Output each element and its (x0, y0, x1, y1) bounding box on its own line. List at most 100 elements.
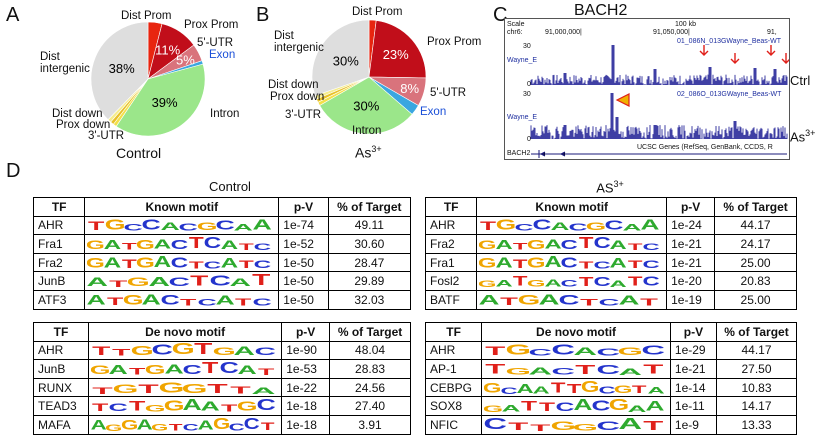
p-value: 1e-50 (278, 271, 329, 291)
tf-name: AHR (32, 215, 86, 236)
motif-base-g: G (126, 276, 150, 290)
motif-base-t: T (235, 296, 252, 308)
pie-pct-prox: 11% (155, 43, 180, 58)
motif-base-c: C (256, 398, 276, 415)
motif-base-t: T (485, 345, 506, 359)
p-value: 1e-11 (669, 396, 718, 416)
signal-tracks (530, 45, 789, 158)
motif-base-t: T (128, 399, 146, 415)
motif-base-a: A (495, 278, 513, 290)
motif-base-a: A (640, 217, 660, 234)
motif-base-g: G (527, 255, 546, 271)
motif-base-g: G (572, 422, 599, 433)
motif-base-g: G (171, 342, 195, 359)
motif-base-c: C (596, 420, 620, 433)
motif-base-t: T (180, 297, 197, 308)
motif-base-a: A (573, 398, 593, 415)
motif-base-c: C (604, 219, 624, 234)
tf-name: AHR (424, 340, 483, 361)
motif-base-a: A (618, 367, 643, 377)
motif-base-g: G (550, 420, 576, 433)
motif-base-g: G (136, 255, 156, 271)
peak-arrow-icon (781, 53, 789, 64)
motif-base-t: T (202, 360, 219, 377)
browser-pos-2: 91,050,000| (653, 29, 690, 36)
motif-base-a: A (550, 221, 570, 234)
motif-base-a: A (229, 277, 252, 290)
motif-base-c: C (591, 398, 611, 415)
motif-base-c: C (558, 293, 580, 308)
tf-name: Fra1 (424, 252, 478, 273)
motif-base-c: C (560, 238, 578, 252)
column-header: TF (424, 197, 478, 217)
motif-base-a: A (647, 385, 665, 396)
motif-base-g: G (122, 293, 144, 308)
gene-model-line (531, 150, 787, 158)
pie-a-label-prox-prom: Prox Prom (184, 19, 239, 31)
motif-base-c: C (596, 347, 620, 359)
p-value: 1e-53 (281, 359, 331, 379)
motif-base-c: C (203, 259, 222, 271)
pie-b-label-dist-prom: Dist Prom (352, 6, 403, 18)
motif-base-c: C (514, 223, 534, 234)
pie-pct-intron: 30% (353, 98, 379, 113)
motif-base-a: A (136, 417, 153, 433)
motif-base-t: T (640, 296, 659, 308)
motif-base-t: T (578, 235, 593, 252)
motif-base-g: G (196, 221, 218, 234)
motif-base-a: A (87, 293, 107, 308)
motif-base-t: T (112, 348, 131, 359)
motif-base-g: G (163, 398, 185, 415)
motif-base-c: C (108, 402, 129, 415)
motif-base-a: A (544, 254, 562, 271)
motif-base-c: C (197, 297, 217, 308)
pie-chart-control: 11%5%39%38% (90, 21, 206, 137)
motif-base-a: A (164, 363, 184, 377)
motif-base-t: T (512, 258, 528, 271)
percent-target: 49.11 (327, 215, 412, 236)
pie-b-label-dist-intergenic: Dist intergenic (274, 30, 324, 54)
motif-base-a: A (233, 345, 256, 359)
p-value: 1e-52 (278, 234, 329, 254)
motif-base-c: C (243, 416, 260, 433)
motif-base-c: C (170, 255, 189, 271)
motif-base-t: T (580, 297, 599, 308)
pie-b-caption-sup: 3+ (371, 144, 382, 154)
tf-name: AHR (424, 215, 478, 236)
panel-label-c: C (493, 4, 508, 26)
column-header: TF (33, 322, 89, 342)
motif-base-a: A (538, 292, 560, 308)
motif-base-c: C (228, 421, 245, 433)
percent-target: 27.40 (329, 396, 411, 416)
column-header: De novo motif (87, 322, 283, 342)
motif-base-c: C (500, 386, 518, 396)
motif-base-c: C (532, 217, 552, 234)
peak-triangle-icon (615, 93, 630, 107)
motif-base-g: G (581, 379, 600, 396)
pie-b-label-intron: Intron (352, 125, 382, 137)
motif-base-g: G (91, 364, 111, 377)
browser-track2-ymin: 0 (527, 136, 531, 143)
motif-base-a: A (618, 416, 643, 433)
percent-target: 32.03 (327, 289, 412, 310)
motif-base-t: T (257, 367, 274, 377)
tf-name: AP-1 (424, 359, 483, 379)
percent-target: 44.17 (714, 215, 797, 236)
browser-gene-row: BACH2 (507, 150, 531, 157)
motif-base-c: C (551, 366, 575, 377)
p-value: 1e-9 (669, 414, 718, 435)
motif-base-t: T (627, 258, 643, 271)
